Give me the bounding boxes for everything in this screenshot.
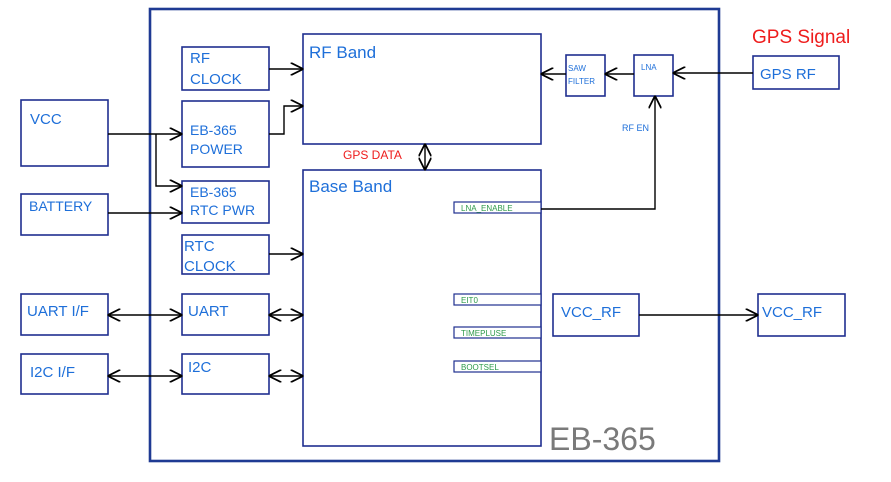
- lna-box: [633, 54, 674, 97]
- gps-data-label: GPS DATA: [343, 148, 402, 162]
- pin-timepluse: [453, 326, 542, 339]
- rtc-pwr-label-1: EB-365: [190, 184, 237, 200]
- i2c-if-label: I2C I/F: [30, 364, 75, 381]
- uart-label: UART: [188, 303, 229, 320]
- base-band-box: [302, 169, 542, 447]
- pin-eit0: [453, 293, 542, 306]
- power-label-1: EB-365: [190, 122, 237, 138]
- vcc-box: [20, 99, 109, 167]
- power-to-rf-band-arrow: [269, 106, 302, 135]
- pin-bootsel: [453, 360, 542, 373]
- rtc-pwr-label-2: RTC PWR: [190, 202, 255, 218]
- gps-rf-label: GPS RF: [760, 66, 816, 83]
- chip-name-label: EB-365: [549, 421, 656, 457]
- rf-band-box: [302, 33, 542, 145]
- power-label-2: POWER: [190, 141, 243, 157]
- pin-lna-enable-label: LNA_ENABLE: [461, 204, 513, 213]
- vcc-label: VCC: [30, 111, 62, 128]
- battery-label: BATTERY: [29, 198, 93, 214]
- rtc-clock-box: [181, 234, 270, 275]
- rtc-clock-label-1: RTC: [184, 238, 215, 255]
- rf-clock-label-1: RF: [190, 50, 210, 67]
- lna-label: LNA: [641, 63, 657, 72]
- saw-filter-label-1: SAW: [568, 64, 586, 73]
- i2c-label: I2C: [188, 359, 212, 376]
- vcc-rf-label: VCC_RF: [561, 304, 621, 321]
- rtc-pwr-box: [181, 180, 270, 224]
- pin-lna-enable: [453, 201, 542, 214]
- vcc-rf-out-box: [757, 293, 846, 337]
- gps-signal-label: GPS Signal: [752, 27, 850, 48]
- connections: [108, 69, 757, 376]
- rtc-clock-label-2: CLOCK: [184, 258, 236, 275]
- saw-filter-label-2: FILTER: [568, 77, 595, 86]
- uart-if-box: [20, 293, 109, 336]
- vcc-rf-box: [552, 293, 640, 337]
- uart-if-label: UART I/F: [27, 303, 89, 320]
- rf-clock-box: [181, 46, 270, 91]
- rf-band-label: RF Band: [309, 43, 376, 62]
- saw-filter-box: [565, 54, 606, 97]
- gps-rf-box: [752, 55, 840, 90]
- pin-bootsel-label: BOOTSEL: [461, 363, 499, 372]
- battery-box: [20, 193, 109, 236]
- rf-clock-label-2: CLOCK: [190, 71, 242, 88]
- lna-enable-to-lna-arrow: [541, 97, 655, 210]
- base-band-label: Base Band: [309, 177, 392, 196]
- vcc-to-rtc-pwr-arrow: [155, 134, 181, 186]
- rf-en-label: RF EN: [622, 123, 649, 133]
- vcc-rf-out-label: VCC_RF: [762, 304, 822, 321]
- pin-eit0-label: EIT0: [461, 296, 478, 305]
- pin-timepluse-label: TIMEPLUSE: [461, 329, 506, 338]
